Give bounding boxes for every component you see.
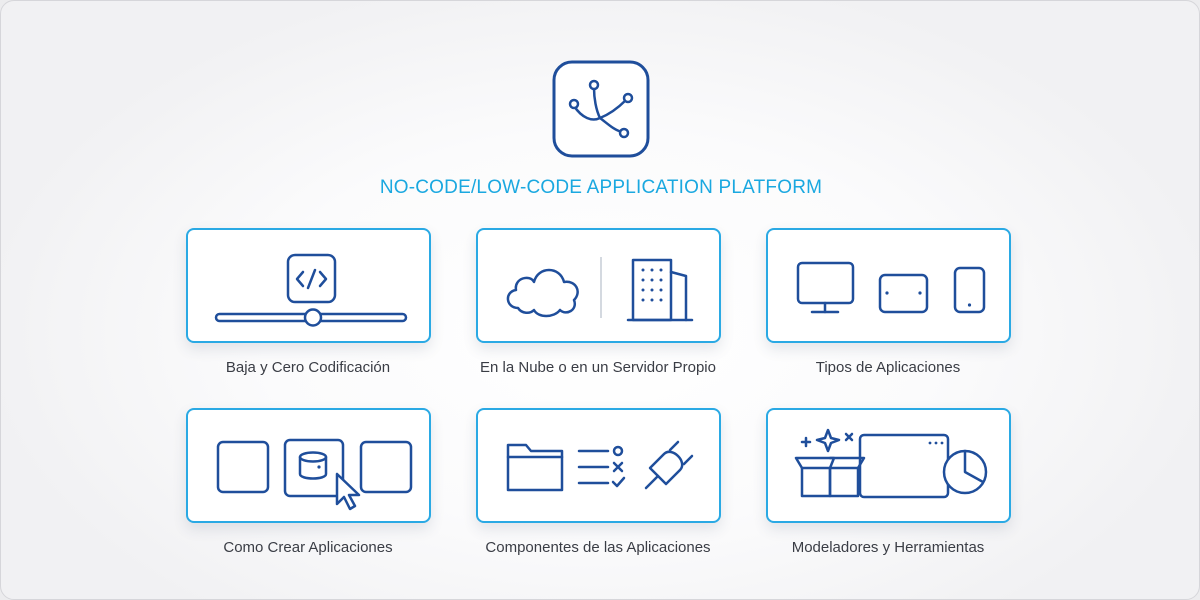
logo-icon — [552, 60, 650, 158]
cloud-building-icon — [506, 257, 694, 322]
card-label: Como Crear Aplicaciones — [223, 539, 393, 556]
devices-icon — [796, 261, 986, 314]
page-title: NO-CODE/LOW-CODE APPLICATION PLATFORM — [379, 177, 823, 198]
card-label: Tipos de Aplicaciones — [815, 359, 961, 376]
card-create-apps[interactable] — [186, 408, 431, 523]
card-label: Modeladores y Herramientas — [791, 539, 985, 556]
card-low-code[interactable] — [186, 228, 431, 343]
card-components[interactable] — [476, 408, 721, 523]
card-modelers-tools[interactable] — [766, 408, 1011, 523]
card-cloud-server[interactable] — [476, 228, 721, 343]
card-app-types[interactable] — [766, 228, 1011, 343]
card-label: Componentes de las Aplicaciones — [485, 539, 711, 556]
card-label: Baja y Cero Codificación — [225, 359, 391, 376]
card-label: En la Nube o en un Servidor Propio — [480, 359, 716, 376]
code-slider-icon — [214, 253, 408, 327]
tools-icon — [794, 428, 988, 499]
components-icon — [506, 440, 694, 492]
builder-icon — [216, 438, 413, 511]
